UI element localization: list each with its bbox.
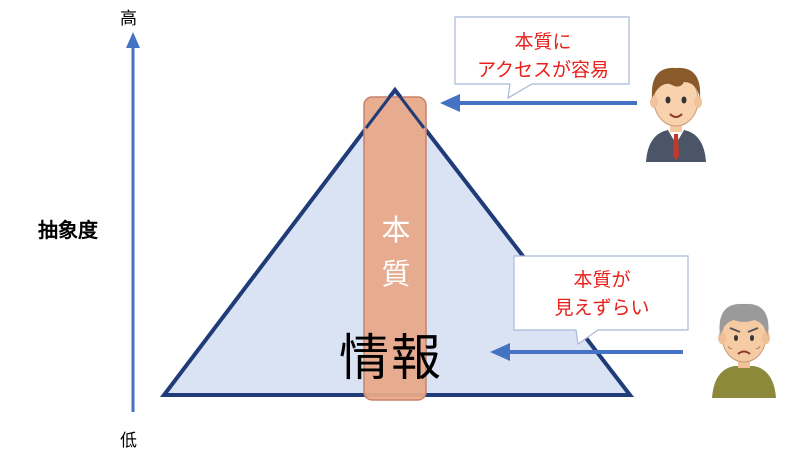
callout-hard-to-see-line1: 本質が (573, 269, 631, 291)
elderly-man-icon (712, 303, 776, 398)
arrow-to-apex (440, 94, 637, 112)
young-man-icon (646, 67, 706, 162)
axis-low-label: 低 (120, 431, 137, 451)
arrow-to-base (490, 343, 683, 361)
axis-high-label: 高 (120, 9, 137, 29)
callout-hard-to-see-line2: 見えずらい (554, 297, 650, 319)
callout-hard-to-see (513, 255, 689, 346)
essence-label-line1: 本 (381, 213, 411, 247)
callout-easy-access-line1: 本質に (514, 31, 572, 53)
pyramid-apex-outline (364, 87, 426, 129)
callout-easy-access-line2: アクセスが容易 (476, 59, 610, 81)
axis-title: 抽象度 (38, 218, 98, 242)
abstraction-axis-arrow (126, 32, 140, 412)
essence-label: 本 質 (366, 208, 426, 296)
information-label: 情報 (339, 329, 443, 387)
essence-bar (363, 96, 427, 401)
callout-easy-access (454, 16, 630, 100)
essence-label-line2: 質 (381, 257, 411, 291)
callout-easy-access-text: 本質に アクセスが容易 (458, 28, 628, 84)
callout-hard-to-see-text: 本質が 見えずらい (517, 266, 687, 322)
